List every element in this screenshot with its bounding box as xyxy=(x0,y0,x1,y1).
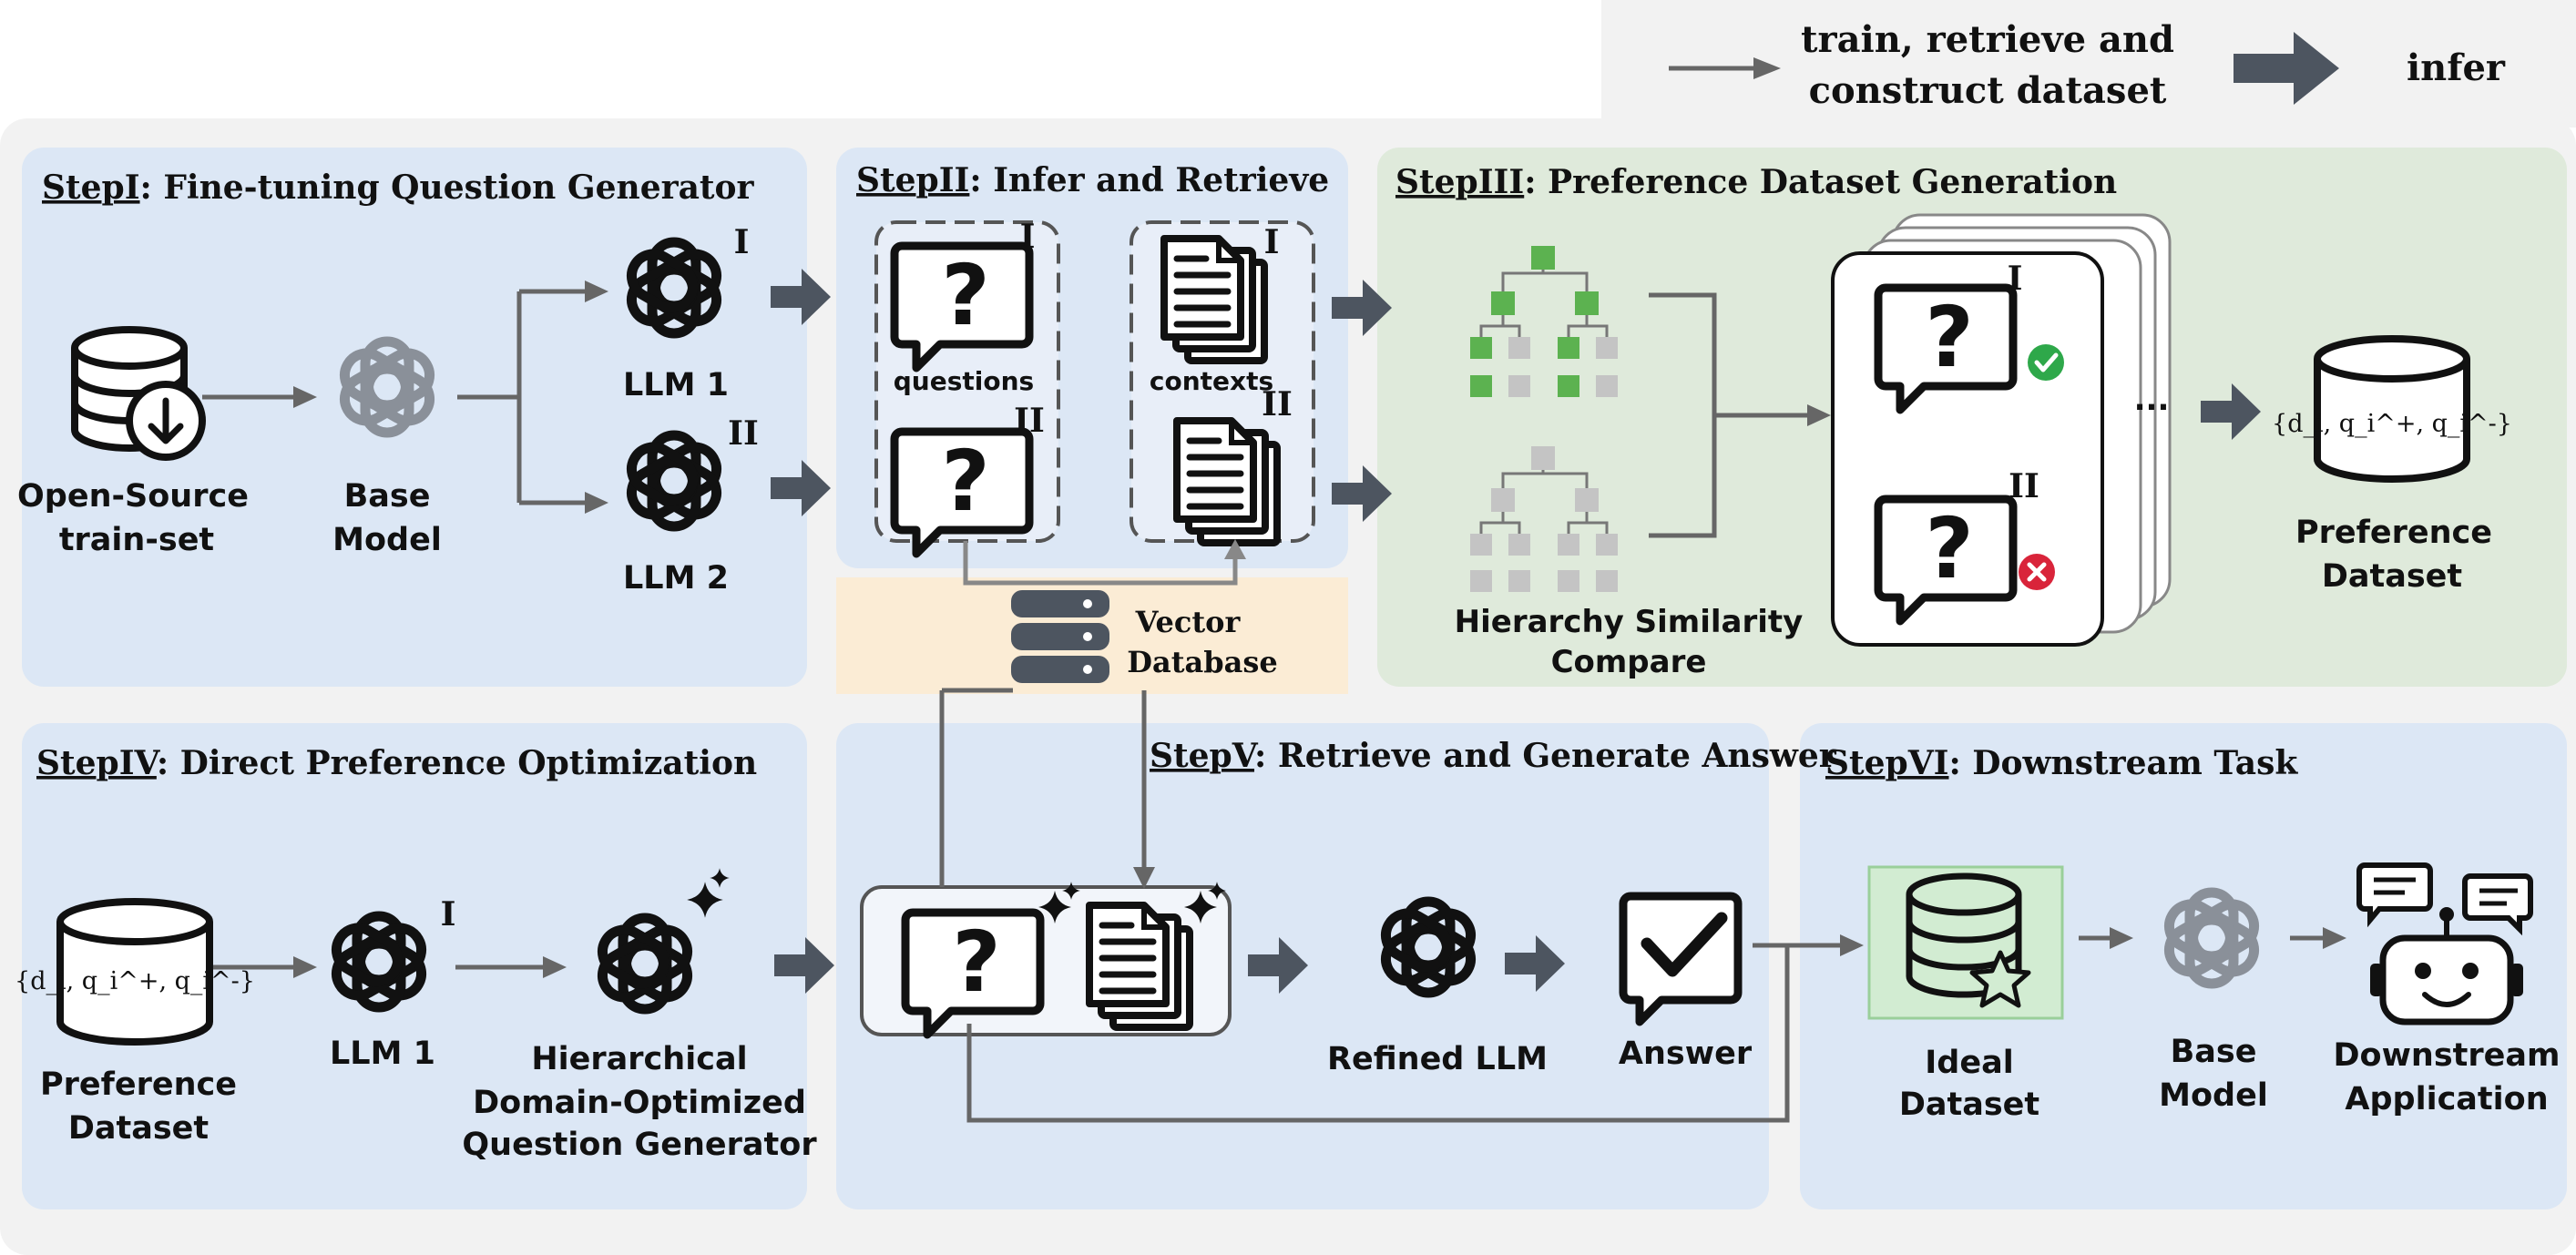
pref-dataset-formula: {d_i, q_i^+, q_i^-} xyxy=(2272,410,2512,438)
vector-db-label-line1: Vector xyxy=(1135,605,1242,639)
database-download-icon xyxy=(71,326,206,461)
generator-label-line3: Question Generator xyxy=(462,1127,817,1163)
step1-title: StepI: Fine-tuning Question Generator xyxy=(42,168,755,207)
arrow-llm1-to-generator xyxy=(455,956,567,978)
context1-docs-icon xyxy=(1164,239,1264,361)
step4-pref-label-line2: Dataset xyxy=(68,1110,209,1147)
step4-pref-label-line1: Preference xyxy=(40,1066,237,1103)
step4-formula: {d_i, q_i^+, q_i^-} xyxy=(15,967,255,995)
hierarchy-tree-gray-icon xyxy=(1470,446,1618,592)
step4-title: StepIV: Direct Preference Optimization xyxy=(36,744,757,782)
contexts-label: contexts xyxy=(1150,366,1273,396)
server-stack-icon xyxy=(1011,590,1109,683)
ideal-dataset-label-line1: Ideal xyxy=(1925,1045,2013,1081)
step4-llm1-roman: I xyxy=(441,895,456,934)
robot-chat-icon xyxy=(2356,862,2533,1025)
answer-label: Answer xyxy=(1619,1036,1753,1072)
question1-roman: I xyxy=(1020,218,1036,256)
base-model-label-line1: Base xyxy=(344,478,431,515)
database-star-icon xyxy=(1906,872,2031,1008)
pref-dataset-label-line1: Preference xyxy=(2295,515,2492,551)
generator-label-line2: Domain-Optimized xyxy=(473,1085,806,1121)
card-roman2: II xyxy=(2009,467,2039,505)
llm1-label: LLM 1 xyxy=(623,367,729,403)
downstream-label-line2: Application xyxy=(2345,1081,2548,1117)
downstream-label-line1: Downstream xyxy=(2334,1037,2561,1074)
llm1-roman-label: I xyxy=(734,223,750,261)
vector-db-label-line2: Database xyxy=(1127,645,1277,679)
base-model-label-line2: Model xyxy=(332,522,442,558)
legend-thin-label-line2: construct dataset xyxy=(1809,69,2167,112)
retrieved-docs-icon xyxy=(1089,905,1190,1027)
arrow-ideal-to-base xyxy=(2079,927,2133,949)
step2-title: StepII: Infer and Retrieve xyxy=(856,161,1329,199)
cards-ellipsis: ... xyxy=(2134,382,2170,418)
step3-title: StepIII: Preference Dataset Generation xyxy=(1395,163,2117,201)
arrow-trainset-to-base xyxy=(202,386,317,408)
generator-label-line1: Hierarchical xyxy=(531,1041,747,1077)
ideal-dataset-label-line2: Dataset xyxy=(1899,1087,2039,1123)
llm2-label: LLM 2 xyxy=(623,560,729,597)
step6-base-label-line2: Model xyxy=(2159,1077,2268,1114)
compare-merge-connector xyxy=(1649,292,1831,538)
step5-title: StepV: Retrieve and Generate Answer xyxy=(1150,737,1837,775)
check-circle-icon xyxy=(2028,344,2064,381)
llm2-roman-label: II xyxy=(728,414,759,453)
open-source-label-line1: Open-Source xyxy=(17,478,249,515)
answer-check-bubble-icon xyxy=(1619,892,1743,1026)
questions-label: questions xyxy=(894,366,1034,396)
step6-title: StepVI: Downstream Task xyxy=(1825,744,2298,782)
answer-feedback-connector xyxy=(966,934,1864,1123)
pref-dataset-label-line2: Dataset xyxy=(2322,558,2462,595)
legend-thin-label-line1: train, retrieve and xyxy=(1801,18,2174,61)
vector-db-connectors xyxy=(939,688,1155,889)
context2-docs-icon xyxy=(1177,421,1277,543)
legend-thick-label: infer xyxy=(2407,46,2506,89)
question2-roman: II xyxy=(1014,402,1045,440)
refined-llm-label: Refined LLM xyxy=(1327,1041,1548,1077)
context2-roman: II xyxy=(1262,385,1293,423)
open-source-label-line2: train-set xyxy=(59,522,214,558)
preference-dataset-cylinder-icon xyxy=(2317,339,2467,479)
cross-circle-icon xyxy=(2019,554,2055,590)
thin-arrow-legend-icon xyxy=(1669,57,1781,79)
thick-arrow-legend-icon xyxy=(2234,32,2339,105)
arrow-base-to-downstream xyxy=(2290,927,2346,949)
arrow-base-to-llms xyxy=(457,281,608,514)
legend: train, retrieve and construct dataset in… xyxy=(1669,18,2506,112)
compare-label-line2: Compare xyxy=(1551,644,1707,680)
arrow-dataset-to-llm1 xyxy=(213,956,317,978)
step4-llm1-label: LLM 1 xyxy=(330,1036,435,1072)
compare-label-line1: Hierarchy Similarity xyxy=(1455,604,1804,640)
step6-base-label-line1: Base xyxy=(2171,1034,2257,1070)
retrieve-connector xyxy=(963,539,1246,586)
context1-roman: I xyxy=(1264,223,1280,261)
card-roman1: I xyxy=(2008,260,2023,298)
hierarchy-tree-green-icon xyxy=(1470,246,1618,397)
